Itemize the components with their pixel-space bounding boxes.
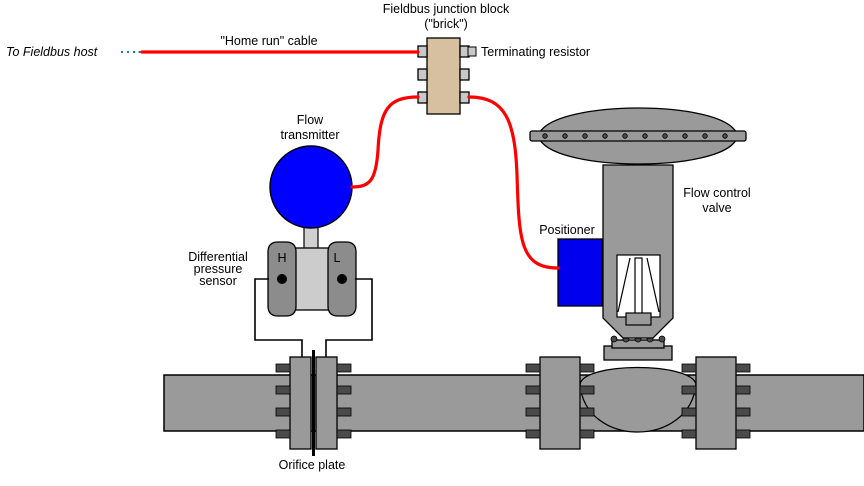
positioner [557, 238, 603, 307]
transmitter-head [269, 145, 353, 229]
valve-body [525, 335, 751, 450]
process-pipe [163, 374, 864, 432]
dp-sensor-label-line1: Differential [188, 250, 248, 264]
low-port-label: L [334, 251, 341, 265]
dp-sensor-label-line3: sensor [199, 274, 237, 288]
orifice-flange-bolts [275, 363, 352, 439]
positioner-label: Positioner [539, 223, 595, 237]
fieldbus-cables [140, 50, 560, 270]
host-label: To Fieldbus host [6, 45, 98, 59]
high-port-label: H [277, 251, 286, 265]
flow-transmitter [269, 145, 353, 253]
dp-sensor-body [291, 247, 333, 311]
orifice-flange-assembly [275, 350, 352, 456]
flow-transmitter-label-line1: Flow [297, 113, 324, 127]
valve-actuator-diaphragm [529, 107, 747, 165]
impulse-lines [254, 278, 373, 357]
valve-yoke [602, 164, 674, 339]
terminator-label: Terminating resistor [481, 45, 590, 59]
stem-connector [625, 312, 652, 326]
junction-label-line2: ("brick") [424, 17, 468, 31]
transmitter-spur-cable [350, 95, 420, 189]
terminating-resistor [467, 46, 477, 57]
dp-sensor [267, 241, 357, 317]
low-port-dot [337, 274, 347, 284]
junction-label-line1: Fieldbus junction block [383, 2, 510, 16]
flow-transmitter-label-line2: transmitter [280, 128, 339, 142]
junction-port-right-2 [459, 68, 470, 81]
valve-flange-bolts [525, 363, 751, 439]
orifice-plate-label: Orifice plate [279, 458, 346, 472]
valve-stem [634, 257, 643, 315]
dp-sensor-label-line2: pressure [194, 262, 243, 276]
junction-block [417, 37, 477, 115]
junction-block-body [426, 37, 461, 115]
actuator-bolts [542, 133, 728, 139]
home-run-label: "Home run" cable [220, 34, 317, 48]
host-connection-dots [120, 50, 141, 54]
junction-port-left-2 [417, 68, 428, 81]
valve-label-line1: Flow control [683, 186, 750, 200]
high-port-dot [277, 274, 287, 284]
positioner-spur-cable [467, 95, 560, 270]
valve-label-line2: valve [702, 201, 731, 215]
